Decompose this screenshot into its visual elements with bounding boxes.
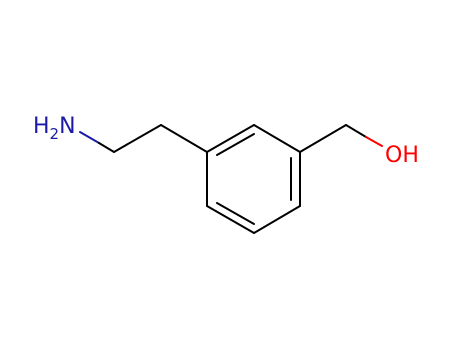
bond-ring-ch2: [299, 124, 347, 153]
bond-ch2-o: [345, 124, 367, 138]
ring-bond-4: [253, 205, 301, 234]
ring-bond-1: [206, 124, 255, 153]
bond-n-ch2-b: [98, 142, 115, 153]
bond-ch2-ch2: [113, 124, 162, 153]
ring-bond-5: [206, 205, 255, 234]
amine-h: H: [33, 114, 50, 139]
ring-bond-2: [253, 124, 301, 153]
hydroxyl-label: OH: [385, 143, 419, 168]
ring-double-1: [216, 133, 255, 156]
amine-n: N: [59, 114, 75, 139]
bond-ch2-ring: [160, 124, 208, 153]
amine-label: H2N: [33, 114, 76, 143]
bond-n-ch2: [79, 131, 100, 144]
ring-double-3: [216, 202, 255, 225]
amine-subscript: 2: [50, 125, 60, 143]
bond-ch2-o-b: [365, 136, 383, 147]
